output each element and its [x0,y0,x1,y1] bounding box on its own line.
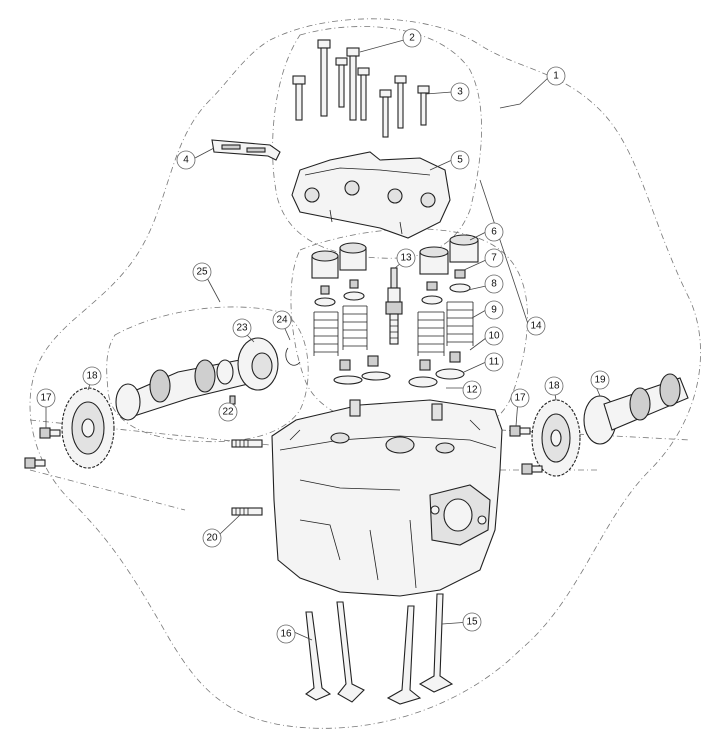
svg-text:24: 24 [276,315,288,326]
valve [336,601,365,703]
valve-spring [417,311,445,356]
callout-4: 4 [176,150,196,170]
valve [418,593,454,693]
valve-spring [446,301,474,346]
valve-spring [342,305,368,350]
cylinder-head-bolts [292,39,430,138]
callout-3: 3 [450,82,470,102]
assembly-1-outline [29,18,701,729]
svg-text:11: 11 [489,357,500,368]
circlip [285,347,301,366]
svg-text:19: 19 [594,375,606,386]
rocker-group-outline [272,26,482,259]
dowel-pin [229,395,236,405]
svg-text:9: 9 [491,305,497,316]
studs [231,439,263,516]
callout-23: 23 [232,318,252,338]
bolt-medium [417,85,430,126]
svg-text:18: 18 [548,381,560,392]
callout-16: 16 [276,624,296,644]
callout-2: 2 [402,28,422,48]
tappet [311,250,339,279]
svg-text:12: 12 [466,385,478,396]
svg-text:1: 1 [553,71,559,82]
callout-18-right: 18 [544,376,564,396]
callout-20: 20 [202,528,222,548]
cylinder-head [271,399,503,597]
bolt-medium [379,89,392,138]
valve [305,611,332,701]
callout-25: 25 [192,262,212,282]
tappet [449,234,479,263]
cam-sprocket-left [61,387,115,469]
svg-text:6: 6 [491,227,497,238]
chain-guide [211,139,281,161]
decompressor-plate [237,337,279,391]
callout-17-right: 17 [510,388,530,408]
svg-text:17: 17 [40,393,52,404]
svg-text:14: 14 [530,321,542,332]
callout-15: 15 [462,612,482,632]
camshaft-holder [291,151,451,239]
svg-text:20: 20 [206,533,218,544]
bolt-medium [357,67,370,121]
bolt-long [346,47,360,121]
svg-text:2: 2 [409,33,415,44]
valve [386,605,422,705]
callout-7: 7 [484,248,504,268]
camshaft-group-outline [106,306,309,443]
cam-sprocket-right [531,399,581,477]
svg-text:13: 13 [400,253,412,264]
exhaust-camshaft [583,373,689,445]
bolt-long [317,39,331,117]
svg-text:22: 22 [222,407,234,418]
svg-text:25: 25 [196,267,208,278]
svg-text:15: 15 [466,617,478,628]
callout-17-left: 17 [36,388,56,408]
callout-19: 19 [590,370,610,390]
svg-text:23: 23 [236,323,248,334]
svg-text:16: 16 [280,629,292,640]
callout-5: 5 [450,150,470,170]
bolt-long [292,75,306,121]
valve-train-stacks [313,269,474,388]
svg-text:17: 17 [514,393,526,404]
callout-14: 14 [526,316,546,336]
valves [305,593,454,705]
spark-plug [385,267,403,345]
callout-6: 6 [484,222,504,242]
bolt-medium [335,57,348,108]
sprocket-bolts-left [24,427,61,469]
callout-18-left: 18 [82,366,102,386]
callout-22: 22 [218,402,238,422]
callout-24: 24 [272,310,292,330]
bolt-medium [394,75,407,129]
svg-text:3: 3 [457,87,463,98]
svg-text:18: 18 [86,371,98,382]
callout-11: 11 [484,352,504,372]
valve-spring [313,311,339,356]
svg-text:10: 10 [488,331,500,342]
callout-8: 8 [484,274,504,294]
svg-text:8: 8 [491,279,497,290]
callout-10: 10 [484,326,504,346]
callout-12: 12 [462,380,482,400]
callout-1: 1 [546,66,566,86]
sprocket-bolts-right [509,425,543,475]
callout-13: 13 [396,248,416,268]
svg-text:7: 7 [491,253,497,264]
callout-9: 9 [484,300,504,320]
svg-text:5: 5 [457,155,463,166]
svg-text:4: 4 [183,155,189,166]
tappet [339,242,367,271]
tappet [419,246,449,275]
valve-tappets [311,234,479,279]
